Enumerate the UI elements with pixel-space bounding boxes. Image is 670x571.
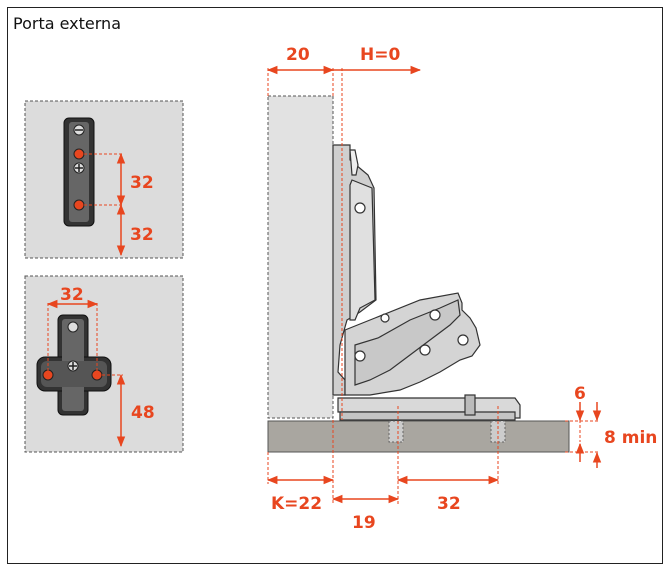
offset-label: 19 xyxy=(352,513,376,533)
top-panel-background xyxy=(24,100,184,259)
bottom-dim-side-label: 48 xyxy=(131,403,155,423)
main-section-view: 20 H=0 6 8 min K=22 19 32 xyxy=(266,45,657,533)
top-dim-b-label: 32 xyxy=(130,225,154,245)
cross-hinge-plate xyxy=(36,314,112,416)
hinge-body xyxy=(332,144,521,421)
top-plate-panel: 32 32 xyxy=(24,100,184,259)
gap-label: 6 xyxy=(574,384,586,404)
top-hinge-plate xyxy=(63,117,95,227)
carcass-hole-1 xyxy=(388,420,404,443)
overlay-label: H=0 xyxy=(360,45,400,65)
spacing-label: 32 xyxy=(437,494,461,514)
min-thickness-label: 8 min xyxy=(604,428,657,448)
door-panel xyxy=(267,95,334,419)
top-dim-a-label: 32 xyxy=(130,173,154,193)
k-value-label: K=22 xyxy=(271,494,322,514)
diagram-title: Porta externa xyxy=(13,14,121,33)
door-thickness-label: 20 xyxy=(286,45,310,65)
carcass-panel xyxy=(267,420,570,453)
bottom-dim-top-label: 32 xyxy=(60,285,84,305)
bottom-plate-panel: 32 48 xyxy=(24,275,184,453)
